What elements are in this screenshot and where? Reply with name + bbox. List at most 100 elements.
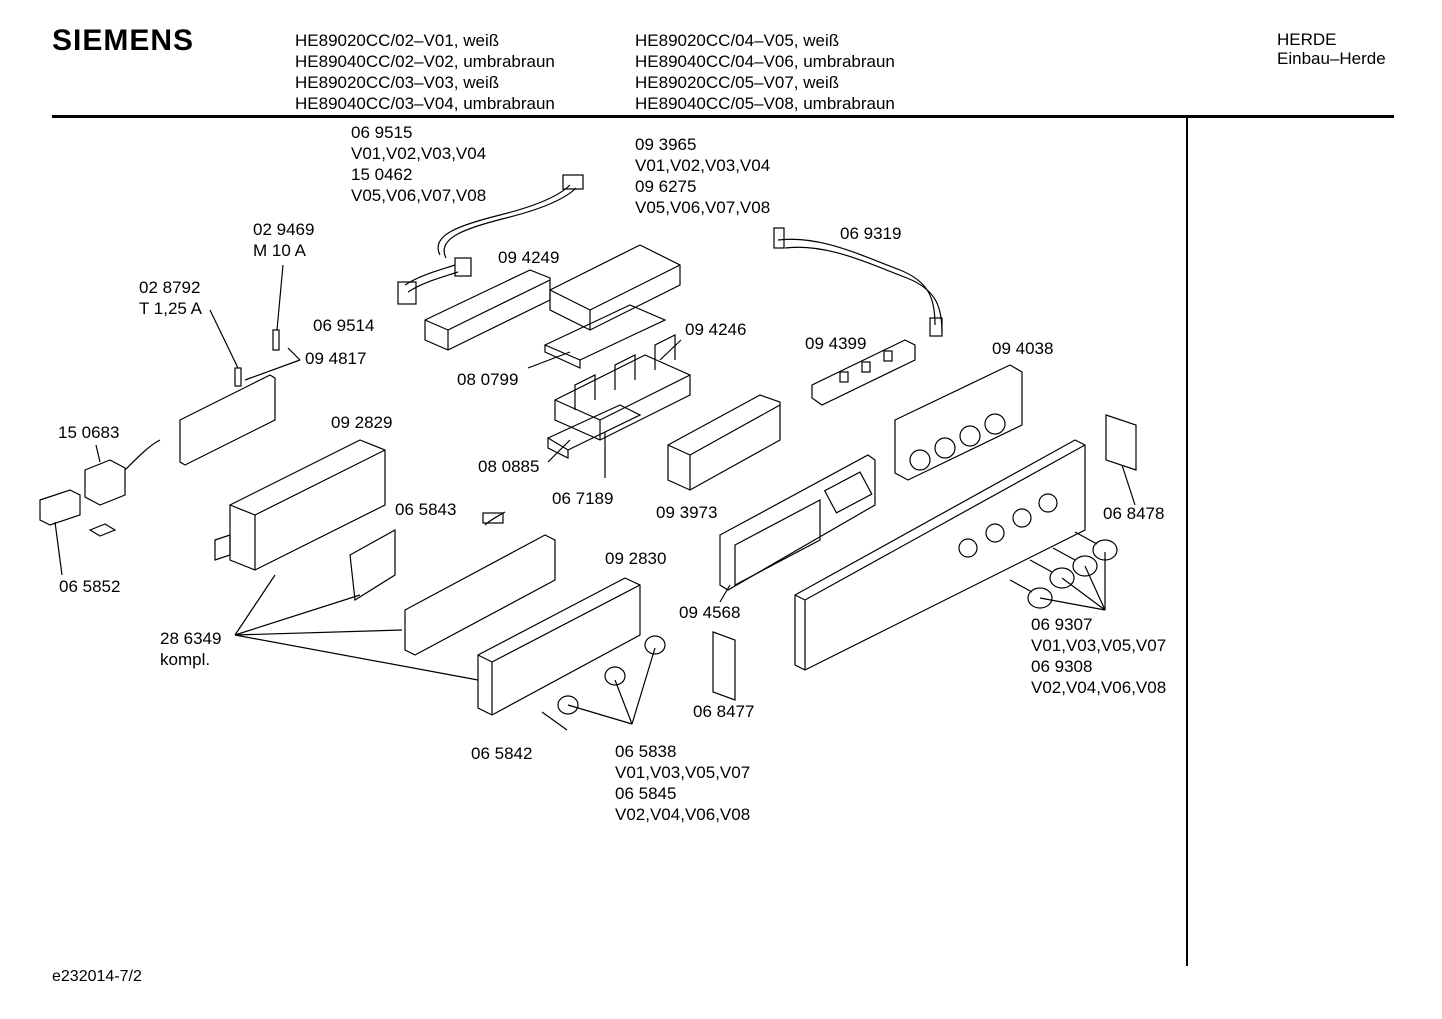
part-label-286349: 28 6349 kompl. — [160, 628, 221, 670]
part-label-094399: 09 4399 — [805, 333, 866, 354]
label-line: 08 0799 — [457, 370, 519, 389]
board-065843 — [349, 528, 396, 602]
model-entry: HE89020CC/05–V07, weiß — [635, 73, 840, 92]
label-line: 06 5843 — [395, 500, 457, 519]
label-line: 09 6275 — [635, 177, 697, 196]
header-divider — [52, 115, 1394, 118]
wire-harness-069515 — [437, 174, 584, 277]
label-line: V05,V06,V07,V08 — [351, 186, 487, 205]
model-entry: HE89040CC/04–V06, umbrabraun — [635, 52, 895, 71]
part-label-068478: 06 8478 — [1103, 503, 1164, 524]
part-label-094249: 09 4249 — [498, 247, 559, 268]
label-line: 06 9307 — [1031, 615, 1093, 634]
front-panel — [794, 439, 1086, 671]
label-line: 09 4568 — [679, 603, 741, 622]
ribbon-069319 — [773, 227, 943, 337]
housing-092829 — [214, 439, 386, 571]
label-line: M 10 A — [253, 241, 306, 260]
part-label-092830: 09 2830 — [605, 548, 666, 569]
bracket-068478 — [1105, 414, 1137, 471]
part-label-069515: 06 9515 V01,V02,V03,V04 15 0462 V05,V06,… — [351, 122, 486, 206]
front-092830 — [477, 577, 641, 716]
label-line: 06 5838 — [615, 742, 677, 761]
model-entry: HE89020CC/02–V01, weiß — [295, 31, 500, 50]
label-line: 06 5852 — [59, 577, 121, 596]
label-line: 09 3973 — [656, 503, 718, 522]
label-line: 09 2830 — [605, 549, 667, 568]
part-label-069514: 06 9514 — [313, 315, 374, 336]
label-line: 02 8792 — [139, 278, 201, 297]
part-label-065838: 06 5838 V01,V03,V05,V07 06 5845 V02,V04,… — [615, 741, 750, 825]
display-frame-094568 — [719, 454, 876, 591]
category: HERDE Einbau–Herde — [1277, 30, 1386, 68]
label-line: V01,V03,V05,V07 — [615, 763, 751, 782]
label-line: 28 6349 — [160, 629, 222, 648]
part-label-080799: 08 0799 — [457, 369, 518, 390]
category-subtitle: Einbau–Herde — [1277, 49, 1386, 68]
label-line: 06 8478 — [1103, 504, 1165, 523]
panel-094038 — [894, 364, 1023, 481]
label-line: 06 7189 — [552, 489, 614, 508]
board-094399 — [811, 339, 916, 406]
model-entry: HE89040CC/03–V04, umbrabraun — [295, 94, 555, 113]
base-080885 — [546, 404, 642, 459]
model-entry: HE89020CC/03–V03, weiß — [295, 73, 500, 92]
cable-069514 — [397, 264, 459, 305]
label-line: 09 3965 — [635, 135, 697, 154]
label-line: 06 9308 — [1031, 657, 1093, 676]
label-line: 06 5842 — [471, 744, 533, 763]
part-label-094038: 09 4038 — [992, 338, 1053, 359]
model-entry: HE89020CC/04–V05, weiß — [635, 31, 840, 50]
part-label-092829: 09 2829 — [331, 412, 392, 433]
knobs-069307 — [1009, 531, 1118, 609]
label-line: 06 9319 — [840, 224, 902, 243]
label-line: 15 0683 — [58, 423, 120, 442]
label-line: V01,V02,V03,V04 — [635, 156, 771, 175]
part-label-065842: 06 5842 — [471, 743, 532, 764]
tray-093965 — [549, 244, 681, 331]
leader-lines — [54, 264, 1136, 725]
frame-093973 — [667, 394, 781, 491]
label-line: 06 5845 — [615, 784, 677, 803]
label-line: 15 0462 — [351, 165, 413, 184]
part-label-067189: 06 7189 — [552, 488, 613, 509]
model-list-right: HE89020CC/04–V05, weiß HE89040CC/04–V06,… — [635, 30, 895, 114]
label-line: V05,V06,V07,V08 — [635, 198, 771, 217]
model-list-left: HE89020CC/02–V01, weiß HE89040CC/02–V02,… — [295, 30, 555, 114]
buttons-065838 — [557, 635, 666, 715]
brand-logo: SIEMENS — [52, 24, 195, 57]
label-line: 06 8477 — [693, 702, 755, 721]
drawing-id: e232014-7/2 — [52, 968, 142, 985]
model-entry: HE89040CC/02–V02, umbrabraun — [295, 52, 555, 71]
label-line: V02,V04,V06,V08 — [1031, 678, 1167, 697]
label-line: 09 2829 — [331, 413, 393, 432]
label-line: T 1,25 A — [139, 299, 203, 318]
category-title: HERDE — [1277, 30, 1337, 49]
label-line: 08 0885 — [478, 457, 540, 476]
label-line: 09 4817 — [305, 349, 367, 368]
label-line: V02,V04,V06,V08 — [615, 805, 751, 824]
side-divider — [1186, 118, 1188, 966]
part-label-065852: 06 5852 — [59, 576, 120, 597]
part-label-094246: 09 4246 — [685, 319, 746, 340]
bracket-068477 — [712, 631, 736, 701]
part-label-029469: 02 9469 M 10 A — [253, 219, 314, 261]
part-label-093973: 09 3973 — [656, 502, 717, 523]
terminal-065852 — [39, 489, 117, 537]
label-line: V01,V03,V05,V07 — [1031, 636, 1167, 655]
part-label-069319: 06 9319 — [840, 223, 901, 244]
holder-094246 — [554, 334, 691, 441]
label-line: 09 4038 — [992, 339, 1054, 358]
label-line: 06 9515 — [351, 123, 413, 142]
part-label-028792: 02 8792 T 1,25 A — [139, 277, 202, 319]
part-label-094568: 09 4568 — [679, 602, 740, 623]
label-line: 09 4246 — [685, 320, 747, 339]
part-label-068477: 06 8477 — [693, 701, 754, 722]
label-line: 09 4249 — [498, 248, 560, 267]
part-label-094817: 09 4817 — [305, 348, 366, 369]
label-line: 09 4399 — [805, 334, 867, 353]
transformer-150683 — [84, 439, 161, 506]
part-label-065843: 06 5843 — [395, 499, 456, 520]
display-module — [404, 511, 556, 656]
